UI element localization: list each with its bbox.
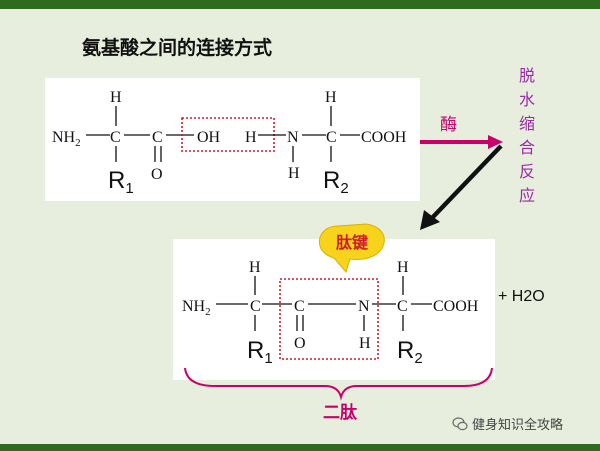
speech-bubble-icon [318, 223, 385, 274]
enzyme-label: 酶 [440, 115, 457, 135]
amino-acid-2: N H H C R2 COOH [287, 89, 407, 197]
reactants-panel [45, 78, 420, 201]
watermark-text: 健身知识全攻略 [472, 418, 564, 433]
product-panel [173, 239, 495, 380]
product-carbonyl-carbon: C [294, 298, 305, 315]
product-amide-hydrogen: H [359, 335, 371, 352]
carboxyl-group-2: COOH [361, 129, 407, 146]
dipeptide-structure: NH2 H C R1 C O N H H C R2 COOH [182, 259, 479, 367]
svg-text:应: 应 [519, 186, 535, 205]
hydroxyl-group: OH [197, 129, 221, 146]
product-alpha-carbon-2: C [397, 298, 408, 315]
alpha-carbon-1: C [110, 129, 121, 146]
product-nh2-group: NH2 [182, 298, 211, 318]
bottom-frame-bar [0, 444, 600, 451]
alpha-h-1: H [110, 89, 122, 106]
amine-hydrogen: H [245, 129, 257, 146]
product-alpha-carbon-1: C [250, 298, 261, 315]
product-alpha-h-2: H [397, 259, 409, 276]
nh2-group: NH2 [52, 129, 81, 149]
svg-text:水: 水 [519, 90, 535, 109]
watermark: 健身知识全攻略 [452, 414, 563, 433]
product-r2-group: R2 [397, 337, 423, 367]
water-byproduct: + H2O [498, 288, 545, 305]
svg-text:合: 合 [519, 138, 535, 157]
product-carboxyl-group: COOH [433, 298, 479, 315]
page-title: 氨基酸之间的连接方式 [82, 37, 273, 59]
peptide-bond-label: 肽键 [336, 233, 368, 252]
r2-group: R2 [323, 167, 349, 197]
product-r1-group: R1 [247, 337, 273, 367]
r1-group: R1 [108, 167, 134, 197]
svg-text:脱: 脱 [519, 66, 535, 85]
wechat-icon [452, 416, 468, 430]
amine-nitrogen-2: N [287, 129, 299, 146]
peptide-bond-box [279, 278, 379, 360]
svg-text:反: 反 [519, 162, 535, 181]
carbonyl-oxygen-1: O [151, 166, 163, 183]
reaction-type-label: 脱 水 缩 合 反 应 [519, 66, 535, 205]
amine-h-2: H [288, 165, 300, 182]
amino-acid-1: NH2 H C R1 C O [52, 89, 194, 197]
product-carbonyl-oxygen: O [294, 335, 306, 352]
product-amide-nitrogen: N [358, 298, 370, 315]
dipeptide-label: 二肽 [323, 402, 358, 423]
top-frame-bar [0, 0, 600, 9]
dipeptide-brace [184, 367, 493, 401]
arrow-right-icon [420, 135, 503, 149]
carbonyl-carbon-1: C [152, 129, 163, 146]
arrow-diagonal-icon [420, 144, 503, 230]
svg-text:缩: 缩 [519, 114, 535, 133]
alpha-carbon-2: C [326, 129, 337, 146]
product-alpha-h-1: H [249, 259, 261, 276]
alpha-h-2: H [325, 89, 337, 106]
